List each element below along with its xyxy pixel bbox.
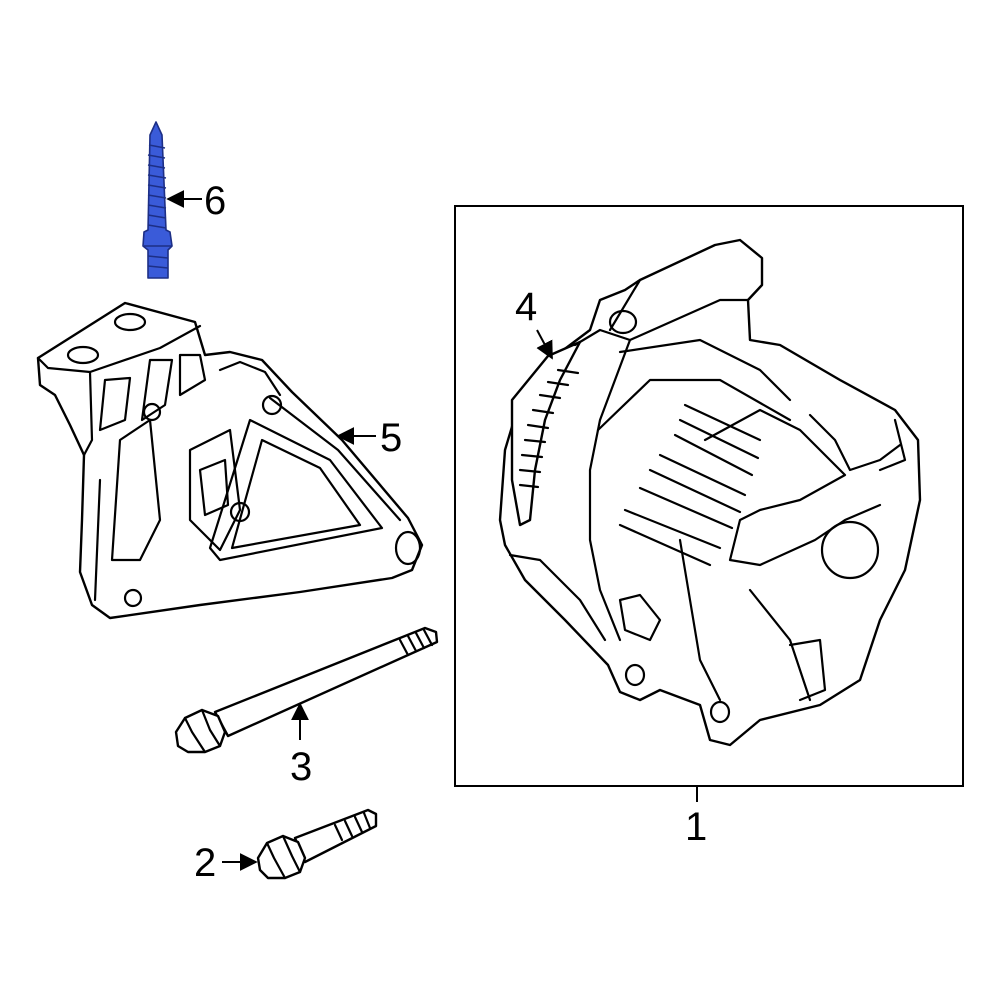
- callout-6: 6: [204, 179, 226, 223]
- callout-3: 3: [290, 745, 312, 789]
- alternator-part[interactable]: [498, 238, 922, 747]
- callout-1: 1: [685, 805, 707, 849]
- callout-2: 2: [194, 841, 216, 885]
- callout-4: 4: [515, 285, 537, 329]
- leader-lines: [166, 190, 698, 871]
- callout-5: 5: [380, 416, 402, 460]
- long-bolt-part[interactable]: [174, 626, 439, 754]
- bracket-part[interactable]: [36, 301, 424, 620]
- short-bolt-part[interactable]: [256, 808, 378, 880]
- stud-part[interactable]: [142, 121, 173, 279]
- alternator-assembly-box: [454, 205, 964, 787]
